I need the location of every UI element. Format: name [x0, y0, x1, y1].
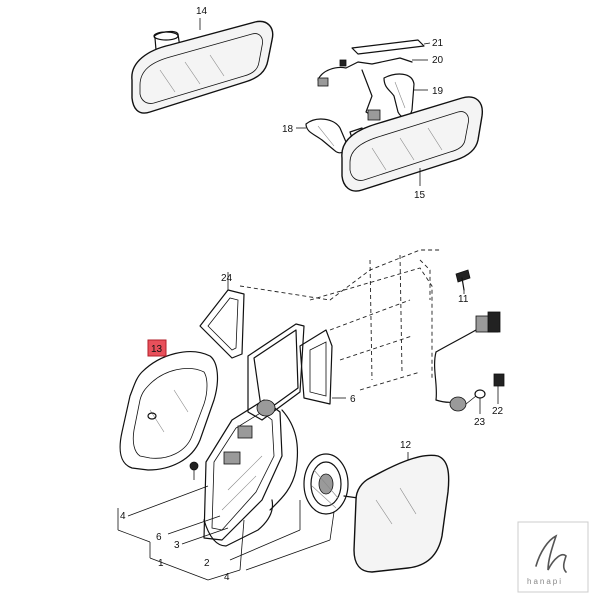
callout-4-left: 4: [120, 511, 126, 522]
callout-20: 20: [432, 55, 444, 66]
callout-12: 12: [400, 440, 412, 451]
door-frame-outline: [239, 249, 440, 391]
part-15-interior-mirror[interactable]: [341, 96, 483, 192]
watermark-brand: hanapi: [527, 577, 563, 586]
part-3-mirror-frame[interactable]: [189, 399, 283, 547]
mirror-motor-cable[interactable]: [269, 409, 299, 511]
part-23-grommet[interactable]: [449, 389, 486, 414]
callout-14: 14: [196, 6, 208, 17]
callout-6-bottom: 6: [156, 532, 162, 543]
part-21-cover-strip[interactable]: [351, 39, 431, 55]
callout-23: 23: [474, 417, 486, 428]
callout-13-highlight: [147, 339, 167, 357]
part-6-mirror-base[interactable]: [247, 323, 346, 421]
callout-18: 18: [282, 124, 294, 135]
callout-1: 1: [158, 558, 164, 569]
part-22-nut[interactable]: [493, 373, 505, 404]
callout-leader-lines: [117, 485, 335, 581]
part-14-interior-mirror[interactable]: [131, 18, 274, 114]
callout-11: 11: [458, 294, 469, 305]
callout-19: 19: [432, 86, 444, 97]
part-12-mirror-glass[interactable]: [353, 452, 450, 573]
part-20-wiring-harness[interactable]: [317, 57, 428, 121]
callout-24: 24: [221, 273, 233, 284]
callout-15: 15: [414, 190, 426, 201]
callout-3: 3: [174, 540, 180, 551]
part-11-screw[interactable]: [455, 269, 471, 294]
callout-2: 2: [204, 558, 210, 569]
callout-6: 6: [350, 394, 356, 405]
wiring-connector[interactable]: [433, 311, 501, 403]
part-13-housing-cover[interactable]: [119, 351, 219, 471]
callout-4-bottom: 4: [224, 572, 230, 583]
mirror-actuator[interactable]: [303, 453, 349, 515]
part-24-trim[interactable]: [199, 272, 245, 359]
watermark-logo: hanapi: [517, 521, 589, 593]
callout-21: 21: [432, 38, 444, 49]
callout-13: 13: [151, 344, 163, 355]
callout-22: 22: [492, 406, 504, 417]
